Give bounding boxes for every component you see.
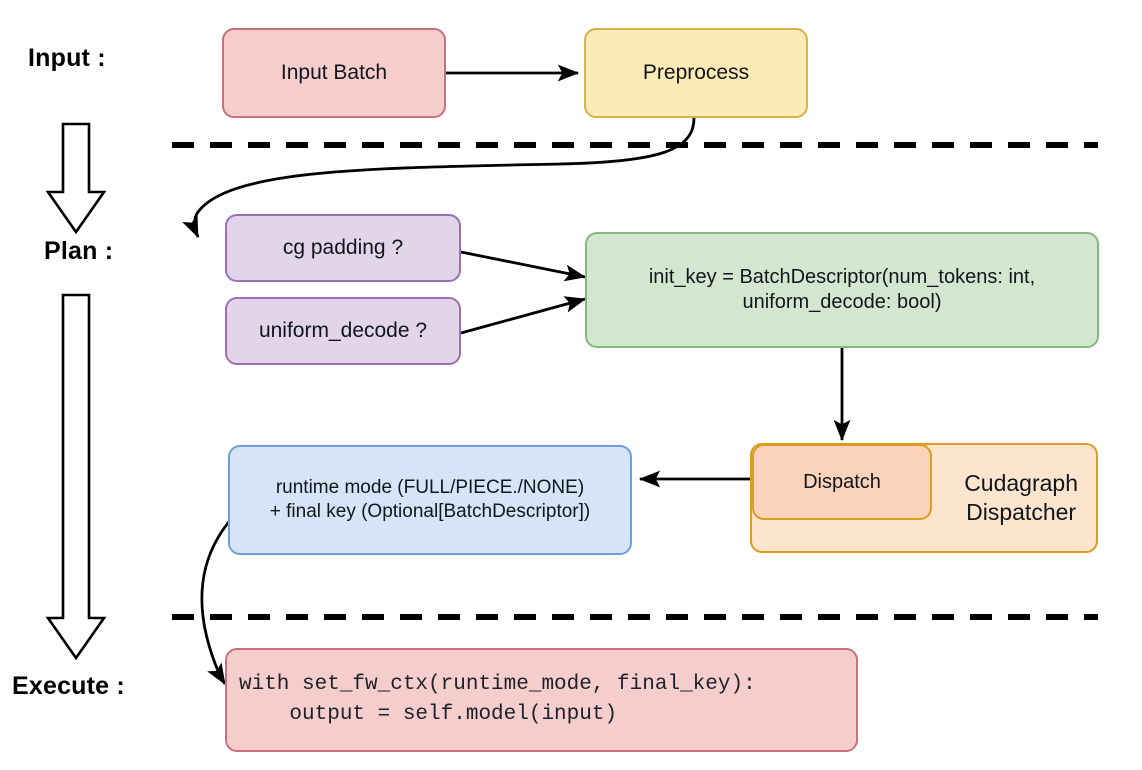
node-execute-code-label: with set_fw_ctx(runtime_mode, final_key)… [239, 672, 756, 726]
node-input-batch-label: Input Batch [280, 60, 388, 84]
stage-label-execute: Execute : [12, 672, 125, 700]
node-preprocess[interactable]: Preprocess [584, 28, 808, 118]
node-uniform-decode[interactable]: uniform_decode ? [225, 297, 461, 365]
node-input-batch[interactable]: Input Batch [222, 28, 446, 118]
node-preprocess-label: Preprocess [642, 60, 750, 84]
node-uniform-decode-label: uniform_decode ? [258, 318, 428, 342]
node-init-key-label: init_key = BatchDescriptor(num_tokens: i… [648, 266, 1036, 313]
node-execute-code[interactable]: with set_fw_ctx(runtime_mode, final_key)… [225, 648, 858, 752]
node-cg-padding-label: cg padding ? [282, 235, 404, 259]
stage-label-input: Input : [28, 44, 106, 72]
plan-to-execute-arrow [45, 293, 107, 661]
node-dispatch-label: Dispatch [803, 470, 881, 493]
edge-uniform-decode-to-init-key [460, 296, 587, 335]
input-to-plan-arrow [45, 122, 107, 235]
node-init-key[interactable]: init_key = BatchDescriptor(num_tokens: i… [585, 232, 1099, 348]
node-runtime-mode-label: runtime mode (FULL/PIECE./NONE) + final … [269, 477, 591, 522]
stage-label-plan: Plan : [44, 237, 114, 265]
node-cudagraph-dispatcher-label: Cudagraph Dispatcher [964, 470, 1078, 525]
node-dispatch[interactable]: Dispatch [752, 444, 932, 520]
node-cg-padding[interactable]: cg padding ? [225, 214, 461, 282]
edge-cg-padding-to-init-key [460, 250, 587, 282]
node-runtime-mode[interactable]: runtime mode (FULL/PIECE./NONE) + final … [228, 445, 632, 555]
